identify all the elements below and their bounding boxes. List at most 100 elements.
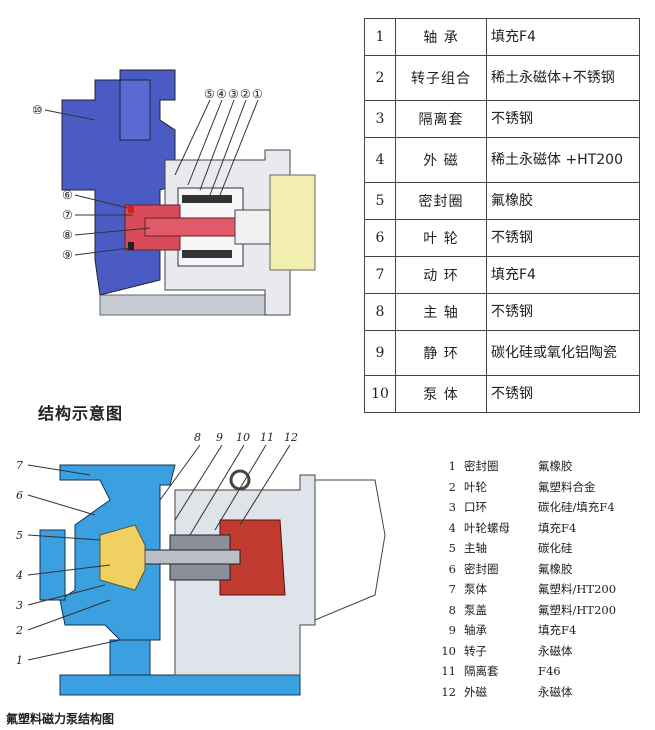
top-leader-lines [44,99,259,256]
motor-outline [314,479,386,621]
shaft-coupling [234,209,271,245]
pump-foot [109,639,151,676]
callout-b11: 11 [260,431,274,444]
legend-name: 泵体 [464,582,487,597]
legend-material: F46 [538,664,561,679]
legend-num: 5 [448,541,456,556]
parts-cell-material: 不锈钢 [486,100,640,138]
legend-row: 4 叶轮螺母 填充F4 [434,518,649,539]
callout-b9: 9 [216,431,223,444]
parts-cell-name: 静 环 [395,330,487,376]
lifting-eye [229,469,251,491]
callout-10: ⑩ [32,103,43,117]
legend-material: 氟塑料/HT200 [538,582,617,597]
legend-num: 9 [448,623,456,638]
parts-cell-name: 泵 体 [395,375,487,413]
legend-num: 4 [448,520,456,535]
parts-cell-material: 氟橡胶 [486,182,640,220]
parts-cell-num: 2 [364,55,396,101]
parts-cell-name: 隔离套 [395,100,487,138]
legend-material: 填充F4 [538,623,577,638]
legend-material: 氟橡胶 [538,561,573,576]
legend-material: 碳化硅 [538,541,573,556]
callout-b10: 10 [236,431,250,444]
legend-num: 3 [448,500,456,515]
parts-cell-material: 稀土永磁体+不锈钢 [486,55,640,101]
outer-magnet-top [182,195,232,203]
callout-b7: 7 [16,459,23,472]
legend-material: 填充F4 [538,520,577,535]
legend-num: 8 [448,602,456,617]
main-shaft [144,217,241,237]
parts-cell-num: 6 [364,219,396,257]
callout-3: ③ [228,87,239,101]
dynamic-ring [128,205,134,213]
parts-cell-material: 填充F4 [486,256,640,294]
section-title: 结构示意图 [38,404,124,423]
parts-cell-num: 4 [364,137,396,183]
legend-name: 转子 [464,643,487,658]
legend-num: 11 [441,664,456,679]
diagram-caption: 氟塑料磁力泵结构图 [6,712,115,726]
parts-cell-material: 碳化硅或氧化铝陶瓷 [486,330,640,376]
legend-num: 6 [448,561,456,576]
callout-9: ⑨ [62,248,73,262]
legend-name: 主轴 [464,541,487,556]
base-plate [59,674,301,696]
legend-row: 6 密封圈 氟橡胶 [434,559,649,580]
parts-cell-num: 3 [364,100,396,138]
legend-num: 1 [448,459,456,474]
legend-name: 密封圈 [464,459,499,474]
callout-b5: 5 [16,529,23,542]
parts-cell-num: 5 [364,182,396,220]
callout-b12: 12 [284,431,298,444]
parts-cell-material: 填充F4 [486,18,640,56]
callout-b2: 2 [15,624,23,637]
legend-name: 密封圈 [464,561,499,576]
parts-cell-material: 不锈钢 [486,219,640,257]
legend-row: 5 主轴 碳化硅 [434,538,649,559]
inlet-flange [39,529,66,601]
static-ring [128,242,134,250]
parts-cell-name: 动 环 [395,256,487,294]
callout-8: ⑧ [62,228,73,242]
parts-cell-name: 主 轴 [395,293,487,331]
callout-b8: 8 [194,431,201,444]
motor-flange [269,174,316,271]
bottom-leader-lines [27,444,291,661]
callout-b3: 3 [16,599,23,612]
parts-cell-num: 1 [364,18,396,56]
parts-cell-name: 叶 轮 [395,219,487,257]
legend-num: 2 [448,479,456,494]
parts-cell-num: 10 [364,375,396,413]
callout-b1: 1 [16,654,23,667]
callout-4: ④ [216,87,227,101]
inlet-nozzle [119,79,151,141]
callout-7: ⑦ [62,208,73,222]
legend-name: 叶轮螺母 [464,520,510,535]
parts-cell-num: 9 [364,330,396,376]
outer-magnet-bottom [182,250,232,258]
parts-cell-name: 外 磁 [395,137,487,183]
legend-name: 叶轮 [464,479,487,494]
parts-cell-name: 转子组合 [395,55,487,101]
parts-cell-num: 7 [364,256,396,294]
legend-name: 口环 [464,500,487,515]
legend-material: 氟塑料/HT200 [538,602,617,617]
pump-base [99,294,266,316]
parts-cell-material: 不锈钢 [486,375,640,413]
